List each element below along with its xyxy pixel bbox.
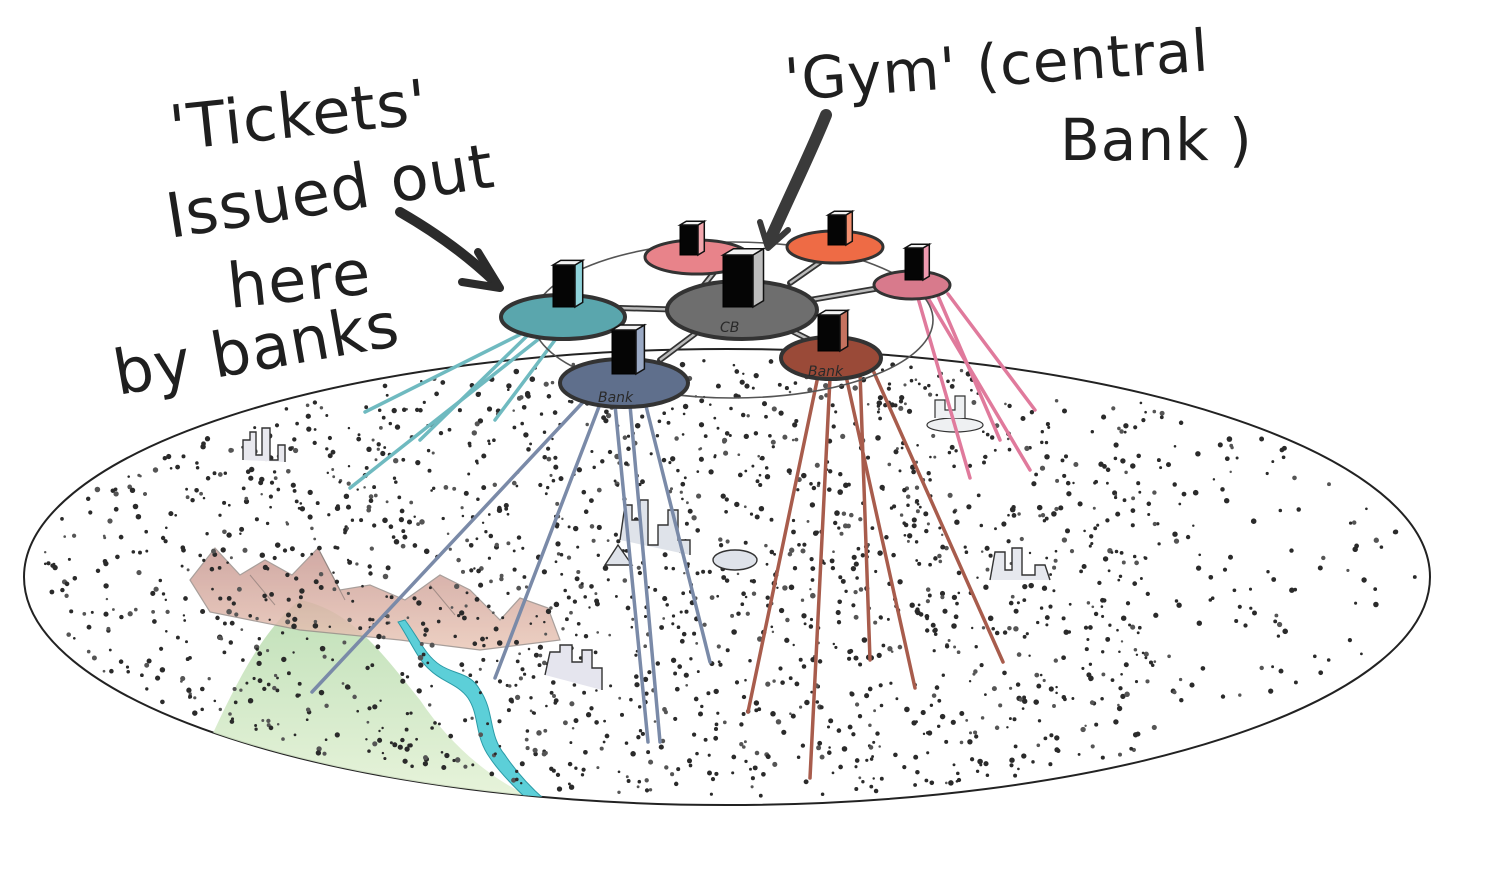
annotation-gym: 'Gym' (central Bank ) [782, 16, 1253, 174]
building-cube [815, 309, 851, 353]
connection-line [926, 296, 1032, 472]
connection-line [493, 402, 602, 680]
connection-line [348, 336, 542, 490]
connection-line [844, 374, 917, 690]
connection-line [628, 403, 662, 744]
bank-node-blue: Bank [558, 357, 690, 409]
city-icon [242, 427, 286, 462]
connection-line [643, 400, 712, 664]
building-cube [720, 247, 767, 309]
connection-line [746, 374, 820, 714]
connection-line [858, 370, 872, 662]
bank-node-brown-label: Bank [808, 364, 844, 380]
building-cube [902, 242, 933, 282]
connection-line [613, 403, 650, 744]
connection-line [493, 338, 557, 422]
city-icon [989, 547, 1051, 581]
bank-node-brown: Bank [779, 335, 883, 381]
bank-connections [310, 292, 1037, 780]
connection-line [870, 366, 1005, 664]
building-cube [609, 323, 648, 376]
connection-line [418, 333, 530, 442]
annotation-gym-line-2: Bank ) [1060, 106, 1253, 174]
building-cube [677, 219, 708, 257]
connection-line [808, 376, 832, 780]
city-icon [544, 644, 603, 690]
annotation-gym-line-1: 'Gym' (central [782, 16, 1211, 114]
connection-line [310, 398, 587, 694]
population-dots [43, 357, 1417, 798]
connection-line [946, 292, 1037, 412]
bank-buildings [550, 209, 933, 376]
arrow-to-teal-bank [395, 207, 504, 292]
connection-line [916, 296, 972, 480]
landscape-disc [23, 348, 1431, 806]
building-cube [550, 259, 586, 309]
arrow-to-central-bank [757, 109, 832, 251]
building-cube [825, 209, 856, 247]
connection-line [363, 331, 525, 414]
connection-line [936, 294, 1002, 442]
banking-platform: CB Bank Bank [499, 209, 952, 409]
annotation-tickets-line-3: here [224, 235, 375, 323]
central-bank-label: CB [720, 320, 739, 336]
bank-node-blue-label: Bank [598, 390, 634, 406]
